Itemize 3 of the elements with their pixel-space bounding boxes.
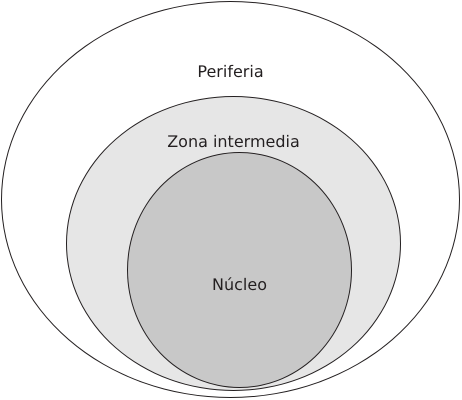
- region-label: Periferia: [196, 62, 265, 81]
- region-label: Núcleo: [211, 275, 268, 294]
- region-label: Zona intermedia: [166, 132, 301, 151]
